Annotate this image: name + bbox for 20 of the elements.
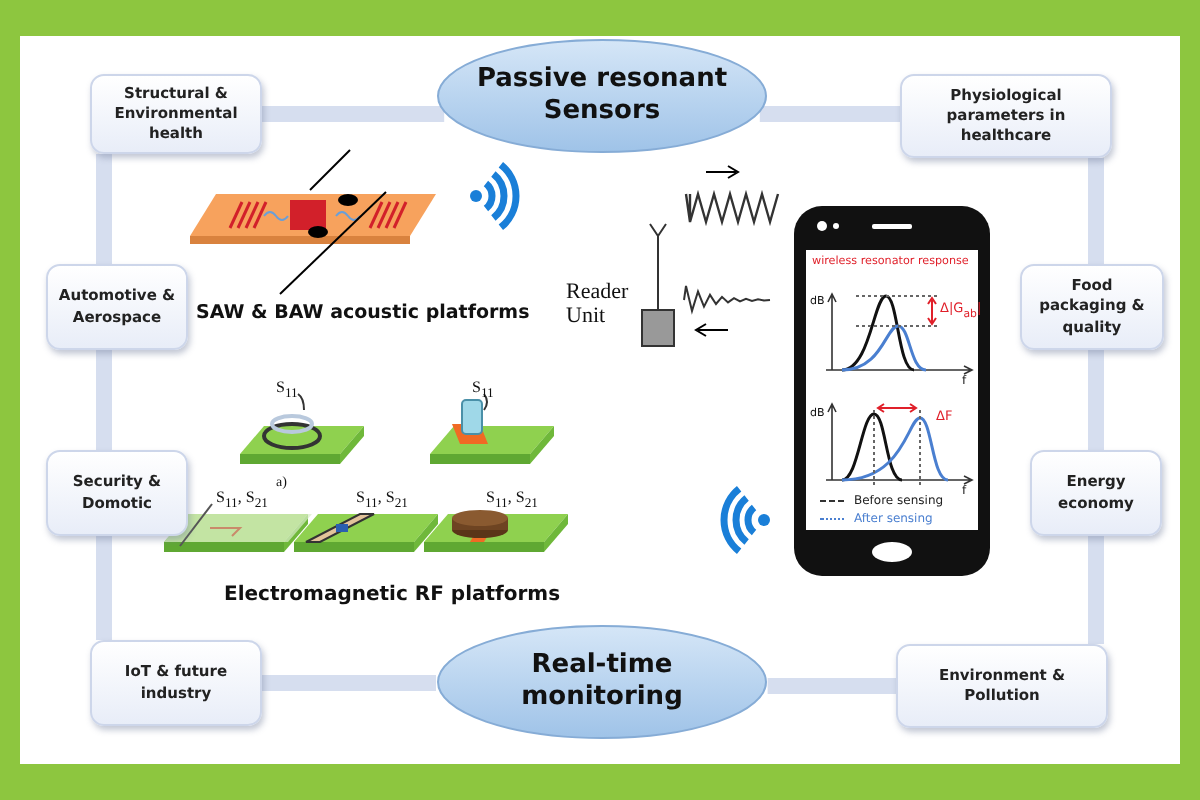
chart-label: S$_{11}$, S$_{21}$ xyxy=(356,490,408,512)
chart-label: S$_{11}$ xyxy=(276,380,298,402)
connector-bar xyxy=(96,154,112,264)
connector-bar xyxy=(96,536,112,640)
connector-bar xyxy=(759,106,900,122)
connector-bar xyxy=(1088,350,1104,450)
ellipse-node: Passive resonant Sensors xyxy=(436,38,768,154)
chart-label: S$_{11}$ xyxy=(472,380,494,402)
connector-bar xyxy=(767,678,896,694)
ellipse-node: Real-time monitoring xyxy=(436,624,768,740)
platform-caption: SAW & BAW acoustic platforms xyxy=(196,304,530,325)
connector-bar xyxy=(262,675,436,691)
connector-bar xyxy=(1088,536,1104,644)
connector-bar xyxy=(262,106,445,122)
connector-bar xyxy=(1088,158,1104,264)
connector-bar xyxy=(96,350,112,450)
reader-label: Reader Unit xyxy=(566,280,631,329)
chart-label: S$_{11}$, S$_{21}$ xyxy=(216,490,268,512)
platform-caption: Electromagnetic RF platforms xyxy=(224,584,561,606)
chart-label: S$_{11}$, S$_{21}$ xyxy=(486,490,538,512)
